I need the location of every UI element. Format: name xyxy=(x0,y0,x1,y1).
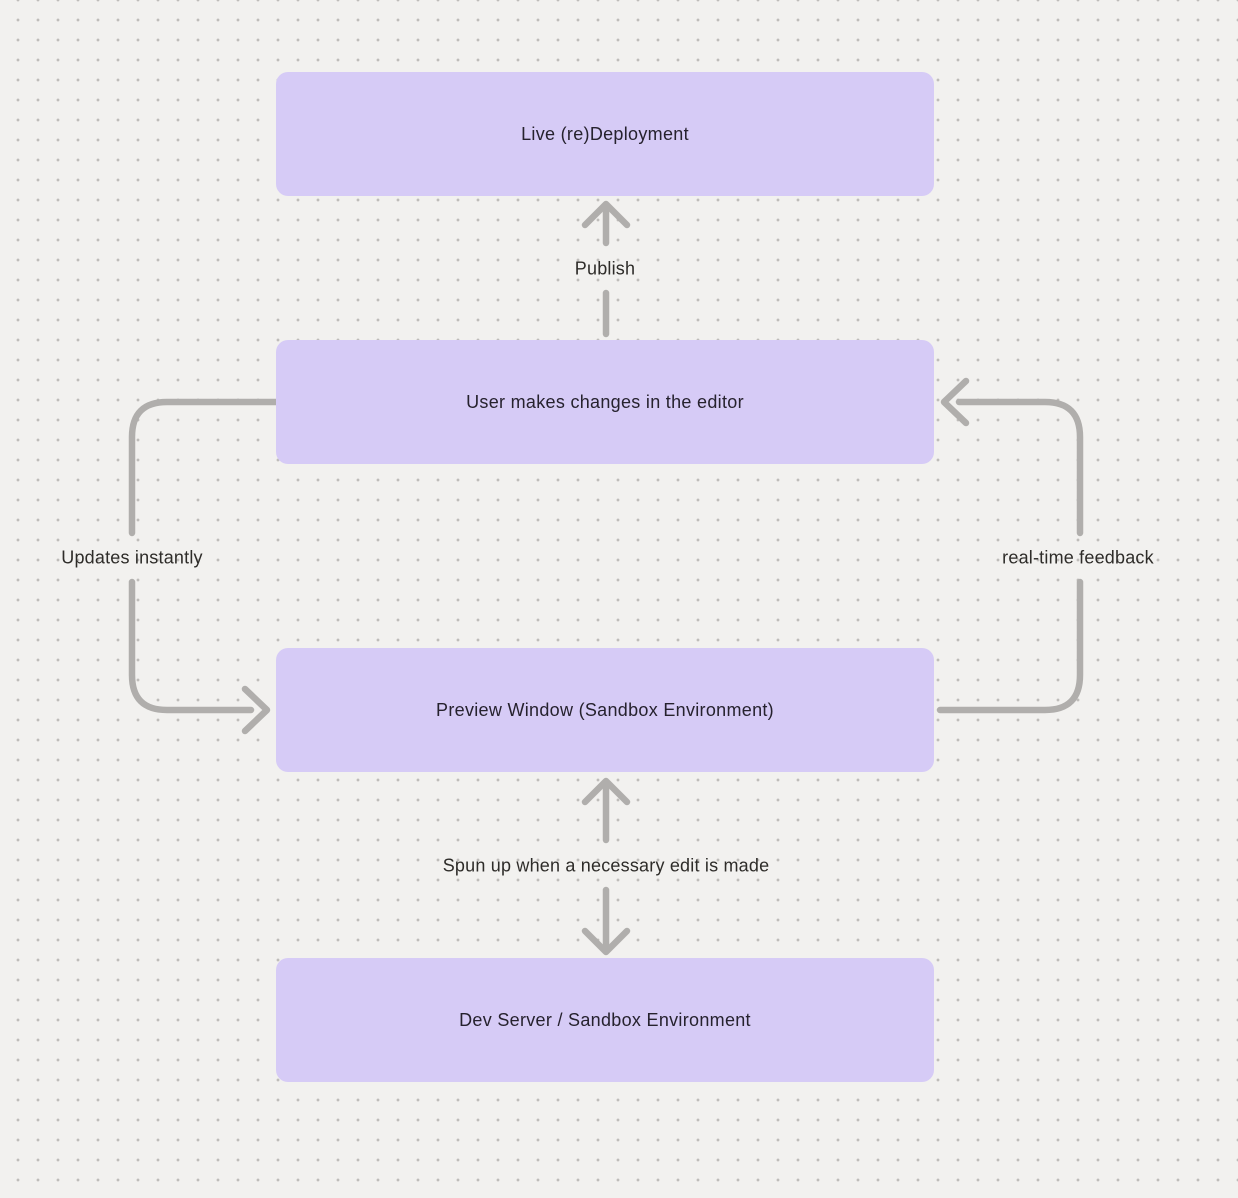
node-dev-server-label: Dev Server / Sandbox Environment xyxy=(459,1009,751,1030)
edge-updates-instantly[interactable] xyxy=(128,398,280,735)
real-time-feedback-line-lower[interactable] xyxy=(936,578,1084,714)
node-user-editor-label: User makes changes in the editor xyxy=(466,391,744,412)
edge-label-updates-instantly: Updates instantly xyxy=(61,547,203,568)
publish-arrowhead-up-icon[interactable] xyxy=(581,200,631,229)
updates-instantly-arrowhead-right-icon[interactable] xyxy=(241,685,271,735)
spun-up-arrowhead-up-icon[interactable] xyxy=(581,777,631,806)
updates-instantly-line-upper[interactable] xyxy=(128,398,280,537)
node-dev-server[interactable]: Dev Server / Sandbox Environment xyxy=(276,958,934,1082)
node-live-redeployment[interactable]: Live (re)Deployment xyxy=(276,72,934,196)
real-time-feedback-line-upper[interactable] xyxy=(955,398,1084,537)
edge-spun-up[interactable] xyxy=(581,777,631,956)
real-time-feedback-arrowhead-left-icon[interactable] xyxy=(940,377,970,427)
edge-label-publish: Publish xyxy=(574,258,636,279)
edge-label-spun-up: Spun up when a necessary edit is made xyxy=(442,855,770,876)
edge-label-real-time-feedback: real-time feedback xyxy=(1002,547,1154,568)
node-preview-window[interactable]: Preview Window (Sandbox Environment) xyxy=(276,648,934,772)
edge-real-time-feedback[interactable] xyxy=(936,377,1084,714)
spun-up-arrowhead-down-icon[interactable] xyxy=(581,927,631,956)
edge-publish[interactable] xyxy=(581,200,631,338)
node-live-redeployment-label: Live (re)Deployment xyxy=(521,123,689,144)
node-user-editor[interactable]: User makes changes in the editor xyxy=(276,340,934,464)
updates-instantly-line-lower[interactable] xyxy=(128,578,255,714)
node-preview-window-label: Preview Window (Sandbox Environment) xyxy=(436,699,774,720)
